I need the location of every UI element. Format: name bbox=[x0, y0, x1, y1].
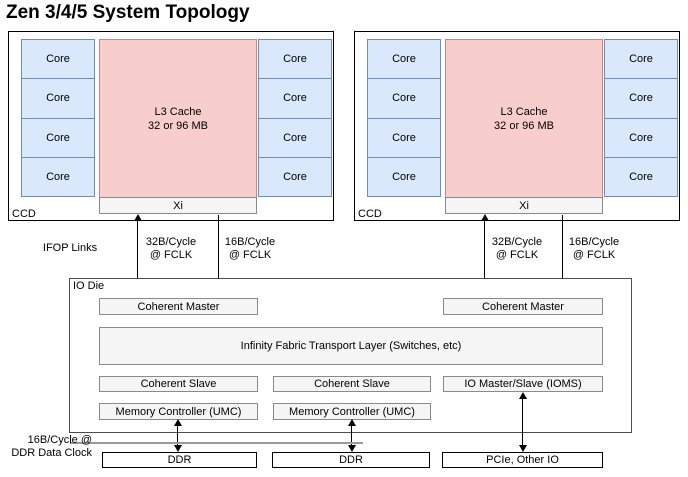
l3-cache-box: L3 Cache 32 or 96 MB bbox=[445, 39, 603, 199]
ifop-write-bandwidth-label-left: 32B/Cycle @ FCLK bbox=[141, 236, 201, 262]
bandwidth-line2: DDR Data Clock bbox=[11, 447, 92, 459]
core-box: Core bbox=[258, 117, 332, 158]
ifop-write-bandwidth-label-right: 32B/Cycle @ FCLK bbox=[487, 236, 547, 262]
core-box: Core bbox=[604, 39, 678, 80]
l3-cache-label: L3 Cache bbox=[500, 106, 548, 118]
core-box: Core bbox=[21, 117, 95, 158]
core-box: Core bbox=[258, 78, 332, 119]
diagram-title: Zen 3/4/5 System Topology bbox=[6, 2, 250, 23]
ifop-down-arrow-right bbox=[562, 215, 563, 293]
arrow-head-up-icon bbox=[518, 392, 527, 399]
ifop-up-arrow-left bbox=[137, 217, 138, 298]
l3-cache-size: 32 or 96 MB bbox=[148, 120, 208, 132]
ifop-read-bandwidth-label-left: 16B/Cycle @ FCLK bbox=[220, 236, 280, 262]
ifop-down-arrow-left bbox=[218, 215, 219, 293]
bandwidth-line2: @ FCLK bbox=[228, 249, 272, 261]
arrow-head-down-icon bbox=[173, 445, 182, 452]
arrow-head-up-icon bbox=[133, 214, 142, 221]
bandwidth-line1: 16B/Cycle bbox=[224, 236, 276, 248]
l3-cache-size: 32 or 96 MB bbox=[494, 120, 554, 132]
ccd-block-left: Core Core Core Core L3 Cache 32 or 96 MB… bbox=[8, 31, 334, 221]
arrow-head-down-icon bbox=[518, 445, 527, 452]
core-box: Core bbox=[604, 156, 678, 197]
bandwidth-line2: @ FCLK bbox=[149, 249, 193, 261]
io-master-slave-box: IO Master/Slave (IOMS) bbox=[443, 376, 603, 392]
coherent-slave-box-right: Coherent Slave bbox=[273, 376, 431, 392]
umc-ddr-arrow-left bbox=[177, 422, 178, 450]
core-column-left: Core Core Core Core bbox=[21, 39, 95, 197]
ccd-block-right: Core Core Core Core L3 Cache 32 or 96 MB… bbox=[354, 31, 680, 221]
core-box: Core bbox=[604, 117, 678, 158]
infinity-fabric-transport-layer-box: Infinity Fabric Transport Layer (Switche… bbox=[99, 327, 603, 365]
xi-interface-box: Xi bbox=[99, 197, 257, 214]
io-die-block: IO Die Coherent Master Coherent Master I… bbox=[69, 278, 632, 433]
core-column-left: Core Core Core Core bbox=[367, 39, 441, 197]
bandwidth-line2: @ FCLK bbox=[572, 249, 616, 261]
core-box: Core bbox=[604, 78, 678, 119]
bandwidth-line1: 32B/Cycle bbox=[491, 236, 543, 248]
core-column-right: Core Core Core Core bbox=[604, 39, 678, 197]
ifop-read-bandwidth-label-right: 16B/Cycle @ FCLK bbox=[564, 236, 624, 262]
core-box: Core bbox=[21, 39, 95, 80]
core-box: Core bbox=[258, 39, 332, 80]
core-box: Core bbox=[367, 117, 441, 158]
ddr-bandwidth-label: 16B/Cycle @ DDR Data Clock bbox=[0, 434, 92, 460]
core-box: Core bbox=[367, 156, 441, 197]
memory-controller-box-right: Memory Controller (UMC) bbox=[273, 403, 431, 420]
umc-ddr-arrow-right bbox=[351, 422, 352, 450]
bandwidth-line1: 16B/Cycle @ bbox=[27, 434, 92, 446]
l3-cache-label: L3 Cache bbox=[154, 106, 202, 118]
ddr-box-right: DDR bbox=[272, 452, 430, 468]
ioms-pcie-arrow bbox=[522, 394, 523, 450]
xi-interface-box: Xi bbox=[445, 197, 603, 214]
l3-cache-box: L3 Cache 32 or 96 MB bbox=[99, 39, 257, 199]
bandwidth-line1: 16B/Cycle bbox=[568, 236, 620, 248]
core-box: Core bbox=[21, 78, 95, 119]
ddr-box-left: DDR bbox=[102, 452, 257, 468]
ifop-up-arrow-right bbox=[484, 217, 485, 298]
bandwidth-line1: 32B/Cycle bbox=[145, 236, 197, 248]
core-box: Core bbox=[21, 156, 95, 197]
memory-controller-box-left: Memory Controller (UMC) bbox=[99, 403, 258, 420]
core-column-right: Core Core Core Core bbox=[258, 39, 332, 197]
ccd-label: CCD bbox=[358, 208, 382, 220]
coherent-master-box-right: Coherent Master bbox=[443, 298, 603, 315]
arrow-head-up-icon bbox=[173, 419, 182, 426]
ddr-bus-line bbox=[70, 442, 363, 444]
ifop-links-label: IFOP Links bbox=[42, 242, 98, 254]
bandwidth-line2: @ FCLK bbox=[495, 249, 539, 261]
coherent-slave-box-left: Coherent Slave bbox=[99, 376, 258, 392]
pcie-other-io-box: PCIe, Other IO bbox=[442, 452, 603, 468]
core-box: Core bbox=[367, 39, 441, 80]
coherent-master-box-left: Coherent Master bbox=[99, 298, 258, 315]
ccd-label: CCD bbox=[12, 208, 36, 220]
core-box: Core bbox=[367, 78, 441, 119]
arrow-head-down-icon bbox=[347, 445, 356, 452]
arrow-head-up-icon bbox=[480, 214, 489, 221]
core-box: Core bbox=[258, 156, 332, 197]
arrow-head-up-icon bbox=[347, 419, 356, 426]
io-die-label: IO Die bbox=[73, 280, 105, 292]
